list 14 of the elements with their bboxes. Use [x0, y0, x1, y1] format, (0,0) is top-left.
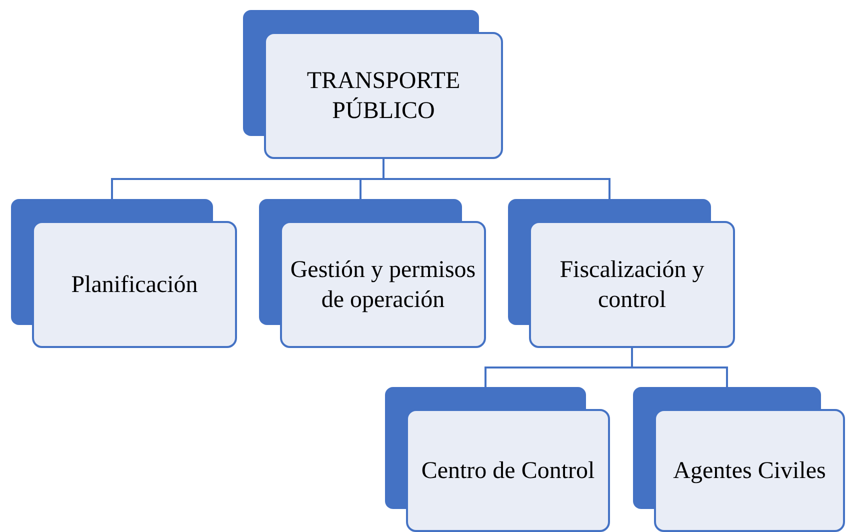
box-label: Agentes Civiles	[672, 456, 827, 486]
box-label: TRANSPORTE PÚBLICO	[306, 66, 462, 126]
connector-line	[382, 159, 610, 199]
org-box	[385, 387, 610, 532]
box-label: Planificación	[70, 270, 199, 300]
box-label: Centro de Control	[420, 456, 596, 486]
box-label: Fiscalización y control	[558, 256, 706, 314]
org-box	[11, 199, 237, 348]
connector-line	[631, 348, 728, 387]
org-box	[633, 387, 845, 532]
org-box	[508, 199, 735, 348]
box-label: Gestión y permisos de operación	[289, 256, 477, 314]
org-box	[243, 10, 503, 159]
org-box	[259, 199, 486, 348]
